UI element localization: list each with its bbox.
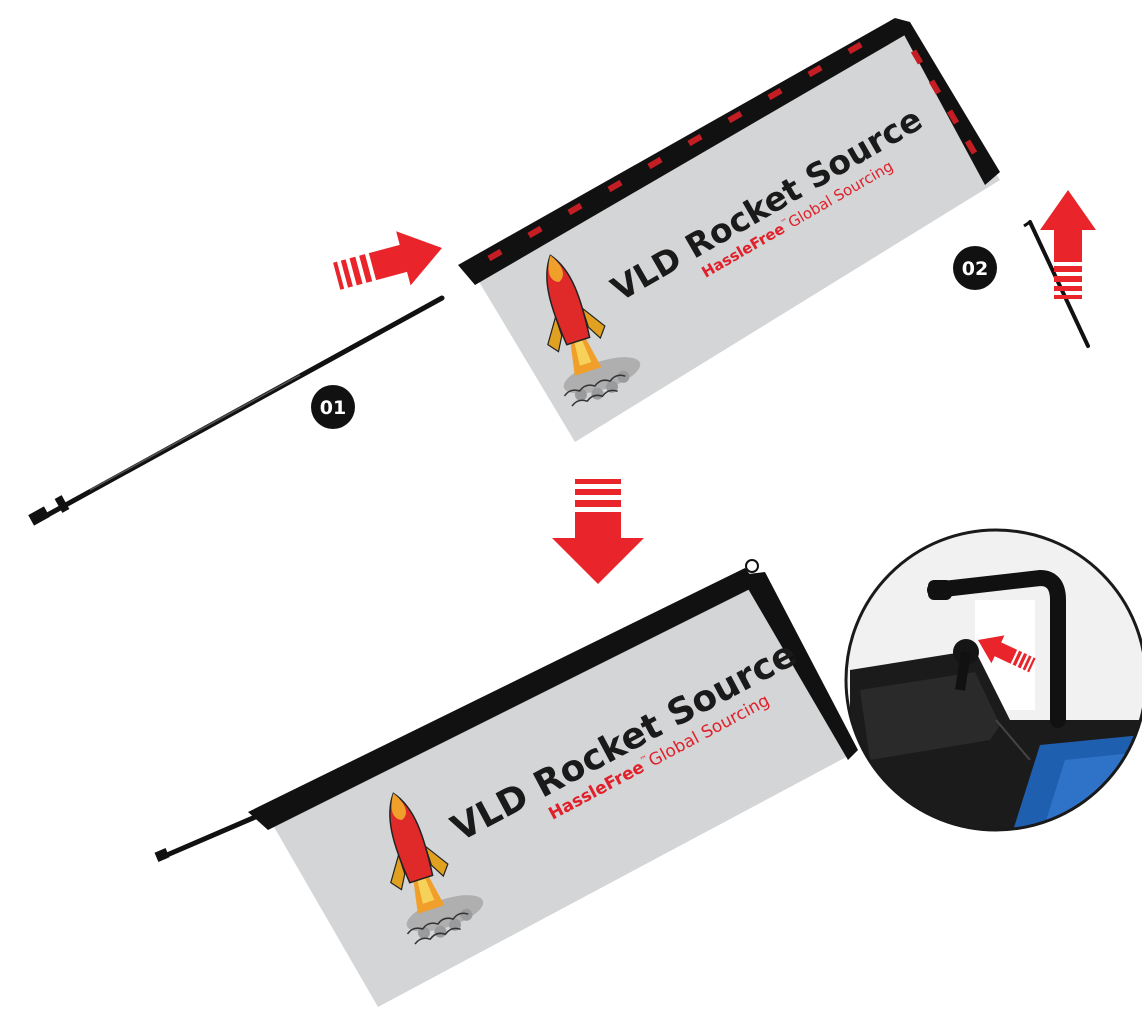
step-2-number: 02 — [962, 258, 988, 280]
step-1-badge: 01 — [311, 385, 355, 429]
banner-top: VLD Rocket Source HassleFree™Global Sour… — [458, 18, 1000, 442]
rod-insert-arrow-icon — [1040, 190, 1096, 299]
zoom-detail-circle — [840, 525, 1142, 840]
step-1-pole — [28, 298, 442, 526]
down-arrow-icon — [552, 479, 644, 584]
step-1-number: 01 — [320, 397, 346, 419]
insert-arrow-icon — [329, 221, 449, 303]
step-2-badge: 02 — [953, 246, 997, 290]
banner-assembled: VLD Rocket Source HassleFree™Global Sour… — [155, 560, 858, 1007]
